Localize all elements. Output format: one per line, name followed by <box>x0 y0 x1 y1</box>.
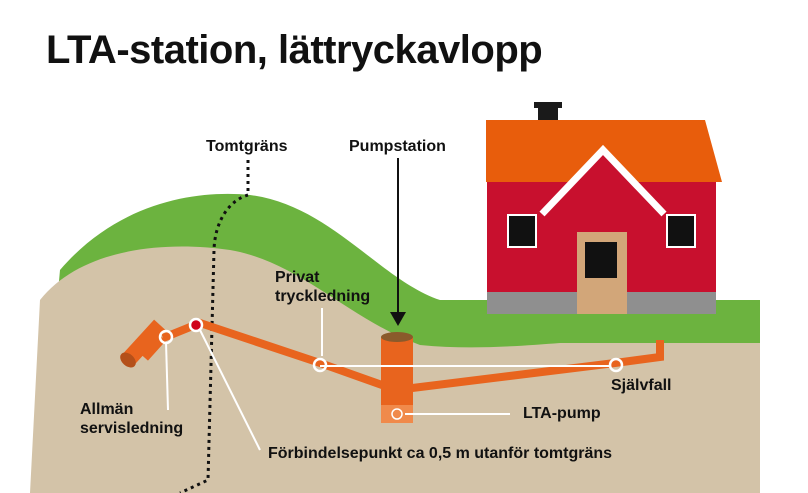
property-line <box>179 160 250 493</box>
label-public-service-line-2: servisledning <box>80 420 184 437</box>
label-public-service-line-1: Allmän <box>80 401 134 418</box>
label-pump-station: Pumpstation <box>349 138 446 155</box>
pointer-public-line <box>165 341 169 411</box>
label-private-pressure-line-1: Privat <box>275 269 320 286</box>
connection-point-marker <box>188 317 204 333</box>
gravity-marker <box>608 357 624 373</box>
label-property-line: Tomtgräns <box>206 138 288 155</box>
pointer-connection <box>199 329 261 451</box>
public-service-pipe <box>120 319 166 368</box>
house <box>486 102 722 314</box>
pump-station-tank <box>381 332 413 423</box>
window-left <box>507 214 537 248</box>
gable <box>546 152 660 292</box>
label-private-pressure-line-2: tryckledning <box>275 288 371 305</box>
label-lta-pump: LTA-pump <box>523 405 601 422</box>
pump-station-arrow <box>390 312 406 326</box>
lta-pump-marker <box>391 408 403 420</box>
gravity-pipe <box>395 340 664 394</box>
door-window <box>585 242 617 278</box>
page-title: LTA-station, lättryckavlopp <box>46 28 543 72</box>
pipes <box>142 318 664 394</box>
label-gravity-flow: Självfall <box>611 377 672 394</box>
label-connection-point: Förbindelsepunkt ca 0,5 m utanför tomtgr… <box>268 445 613 462</box>
private-pressure-pipe <box>161 318 398 394</box>
private-line-marker <box>312 357 328 373</box>
public-pipe <box>142 335 166 361</box>
public-line-marker <box>158 329 174 345</box>
window-right <box>666 214 696 248</box>
